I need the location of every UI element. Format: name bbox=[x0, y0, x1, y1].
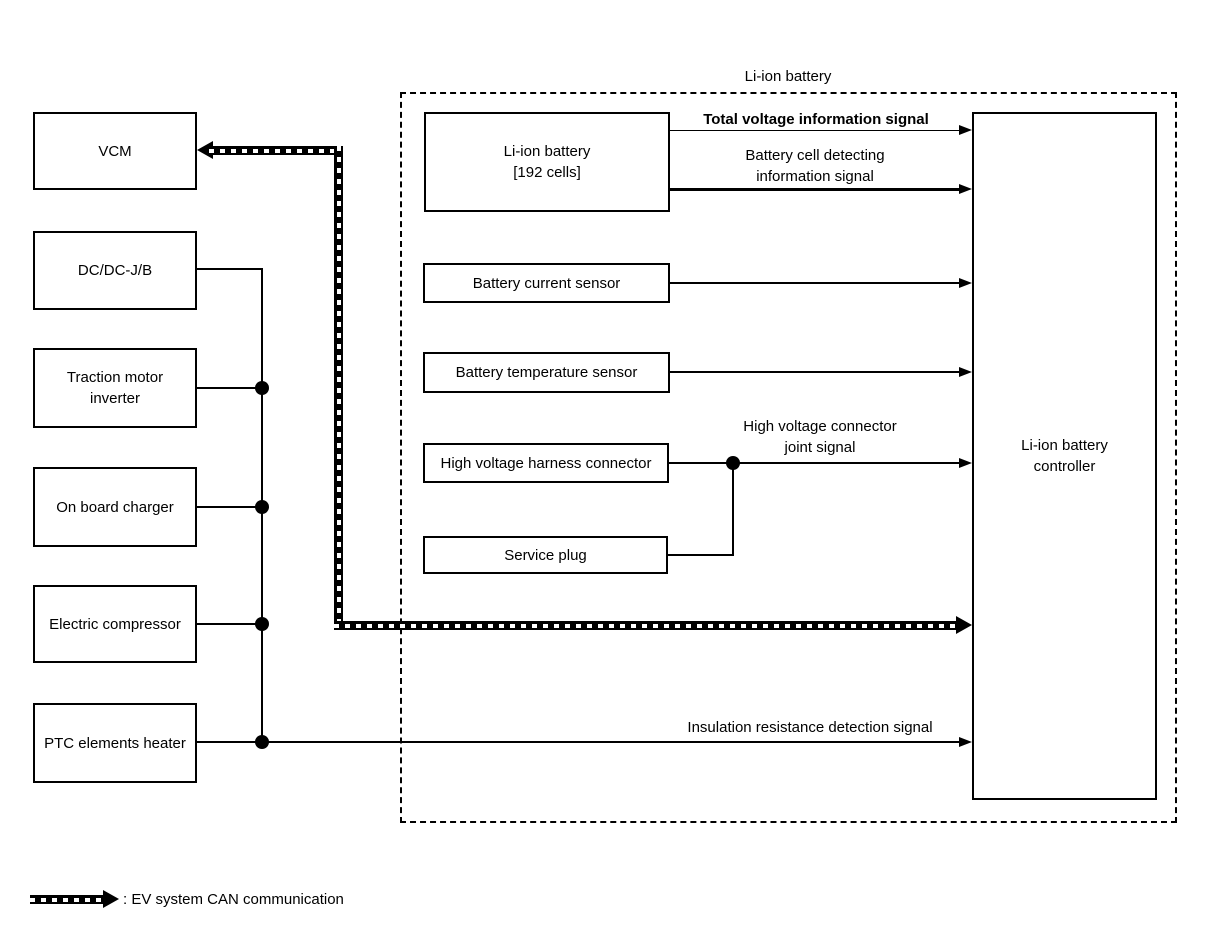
box-battery-temperature-sensor: Battery temperature sensor bbox=[423, 352, 670, 393]
can-line-top-horizontal bbox=[209, 146, 343, 155]
junction-dot-traction bbox=[255, 381, 269, 395]
line-cell-detecting-signal bbox=[670, 188, 960, 191]
line-service-plug-up bbox=[732, 462, 734, 556]
box-service-plug: Service plug bbox=[423, 536, 668, 574]
junction-dot-service-plug bbox=[726, 456, 740, 470]
box-ptc-elements-heater: PTC elements heater bbox=[33, 703, 197, 783]
signal-label-hv-joint-line1: High voltage connector bbox=[743, 418, 897, 435]
arrowhead-hv-joint bbox=[959, 458, 972, 468]
line-insulation-signal bbox=[197, 741, 960, 743]
li-ion-battery-group-border bbox=[400, 92, 1177, 823]
box-on-board-charger-label: On board charger bbox=[56, 498, 174, 516]
can-line-bottom-horizontal bbox=[334, 621, 957, 630]
signal-label-insulation: Insulation resistance detection signal bbox=[687, 719, 933, 736]
legend-can-line-sample bbox=[30, 895, 103, 904]
box-traction-motor-inverter: Traction motor inverter bbox=[33, 348, 197, 428]
signal-label-total-voltage: Total voltage information signal bbox=[703, 111, 929, 128]
junction-dot-ptc bbox=[255, 735, 269, 749]
arrowhead-total-voltage bbox=[959, 125, 972, 135]
arrowhead-current-sensor bbox=[959, 278, 972, 288]
line-traction-to-bus bbox=[197, 387, 263, 389]
line-charger-to-bus bbox=[197, 506, 263, 508]
line-dcdc-to-bus bbox=[197, 268, 263, 270]
box-on-board-charger: On board charger bbox=[33, 467, 197, 547]
box-service-plug-label: Service plug bbox=[504, 546, 587, 564]
box-traction-line1: Traction motor bbox=[66, 369, 164, 386]
arrowhead-can-to-controller bbox=[956, 616, 972, 634]
junction-dot-compressor bbox=[255, 617, 269, 631]
box-li-ion-battery-line2: [192 cells] bbox=[513, 164, 581, 181]
legend-can-arrowhead bbox=[103, 890, 119, 908]
arrowhead-cell-detecting bbox=[959, 184, 972, 194]
signal-label-hv-joint: High voltage connector joint signal bbox=[698, 416, 942, 458]
arrowhead-insulation bbox=[959, 737, 972, 747]
signal-label-cell-detecting-line2: information signal bbox=[756, 168, 874, 185]
box-controller-line2: controller bbox=[1033, 458, 1096, 475]
arrowhead-temperature-sensor bbox=[959, 367, 972, 377]
box-battery-current-sensor: Battery current sensor bbox=[423, 263, 670, 303]
signal-label-cell-detecting: Battery cell detecting information signa… bbox=[676, 145, 954, 187]
box-controller-line1: Li-ion battery bbox=[1021, 437, 1108, 454]
line-hv-joint-signal bbox=[669, 462, 960, 464]
can-line-vertical bbox=[334, 146, 343, 630]
box-li-ion-battery: Li-ion battery [192 cells] bbox=[424, 112, 670, 212]
box-li-ion-battery-controller: Li-ion battery controller bbox=[972, 112, 1157, 800]
box-traction-line2: inverter bbox=[89, 390, 141, 407]
li-ion-battery-group-title: Li-ion battery bbox=[744, 68, 832, 85]
box-ptc-elements-heater-label: PTC elements heater bbox=[44, 734, 186, 752]
box-dcdc-jb: DC/DC-J/B bbox=[33, 231, 197, 310]
box-dcdc-jb-label: DC/DC-J/B bbox=[77, 262, 153, 279]
signal-label-cell-detecting-line1: Battery cell detecting bbox=[745, 147, 885, 164]
box-battery-current-sensor-label: Battery current sensor bbox=[472, 274, 621, 292]
line-compressor-to-bus bbox=[197, 623, 263, 625]
line-temperature-sensor-signal bbox=[670, 371, 960, 373]
box-vcm: VCM bbox=[33, 112, 197, 190]
junction-dot-charger bbox=[255, 500, 269, 514]
box-electric-compressor-label: Electric compressor bbox=[49, 615, 181, 633]
legend-can-label: : EV system CAN communication bbox=[123, 891, 344, 908]
box-li-ion-battery-line1: Li-ion battery bbox=[503, 143, 591, 160]
box-hv-harness-connector-label: High voltage harness connector bbox=[440, 454, 652, 472]
box-hv-harness-connector: High voltage harness connector bbox=[423, 443, 669, 483]
line-service-plug-out bbox=[668, 554, 734, 556]
line-total-voltage-signal bbox=[670, 130, 960, 131]
signal-label-hv-joint-line2: joint signal bbox=[784, 439, 856, 456]
box-electric-compressor: Electric compressor bbox=[33, 585, 197, 663]
box-vcm-label: VCM bbox=[98, 142, 132, 160]
box-battery-temperature-sensor-label: Battery temperature sensor bbox=[455, 364, 638, 381]
line-current-sensor-signal bbox=[670, 282, 960, 284]
